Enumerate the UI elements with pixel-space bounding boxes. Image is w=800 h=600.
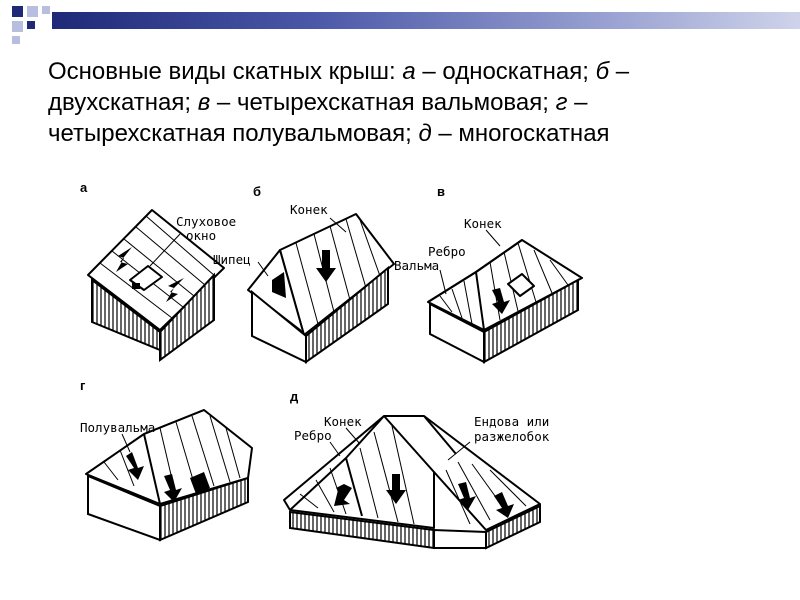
figure-letter-b: б (253, 184, 261, 199)
deco-square (12, 21, 23, 32)
figure-d-multi-pitch: д Конек Ребро (283, 389, 550, 550)
figure-letter-a: а (80, 180, 88, 195)
title-letter: а (402, 58, 416, 85)
label-dormer-1: Слуховое (176, 214, 236, 229)
hip-rib (143, 433, 161, 505)
side-wall (305, 265, 389, 364)
figure-letter-g: г (80, 378, 86, 393)
leader-line (485, 229, 501, 247)
deco-square (27, 6, 38, 17)
ridge-line (475, 239, 523, 273)
ridge-line (345, 415, 385, 459)
title-text: Основные виды скатных крыш: (48, 58, 403, 85)
leader-line (329, 217, 347, 233)
slide-decoration (0, 0, 800, 60)
label-rib: Ребро (294, 428, 332, 443)
label-valley-1: Ендова или (474, 414, 549, 429)
label-gable: Шипец (213, 252, 251, 267)
label-ridge: Конек (324, 414, 362, 429)
slope-arrow (334, 484, 352, 506)
label-ridge: Конек (464, 216, 502, 231)
leader-line (257, 261, 269, 277)
title-text: – односкатная; (415, 58, 596, 85)
label-rib: Ребро (428, 244, 466, 259)
leader-line (439, 269, 447, 295)
dormer-window (132, 283, 140, 289)
title-letter: в (197, 89, 211, 116)
deco-square (12, 6, 23, 17)
title-letter: б (595, 58, 610, 85)
figure-letter-v: в (437, 184, 445, 199)
title-letter: г (555, 89, 568, 116)
figure-v-hip: в Конек Ребро Вальма (394, 184, 583, 364)
slide-title: Основные виды скатных крыш: а – односкат… (48, 56, 748, 149)
label-hip: Вальма (394, 258, 439, 273)
dormer (507, 273, 535, 297)
leader-line (447, 441, 471, 461)
side-wall (433, 528, 487, 549)
roof-plane (283, 415, 541, 531)
leader-line (329, 441, 341, 457)
deco-square (27, 21, 35, 29)
slope-arrow (492, 288, 510, 314)
slope-arrow (386, 474, 406, 504)
gable-window (272, 272, 286, 298)
figure-a-mono-pitch: а Слуховое окно (80, 180, 236, 362)
slope-arrow (126, 452, 144, 480)
title-text: – четырехскатная вальмовая; (210, 89, 556, 116)
slope-arrow (494, 492, 514, 518)
deco-square (12, 36, 20, 44)
title-text: – многоскатная (431, 120, 610, 147)
figure-g-half-hip: г Полувальма (80, 378, 253, 542)
figure-b-gable: б Конек Шипец (213, 184, 395, 364)
ridge-line (143, 409, 205, 435)
figure-letter-d: д (290, 389, 299, 404)
title-bar (52, 12, 800, 29)
title-text: – двухскатная; (48, 58, 630, 116)
side-wall (485, 504, 541, 550)
roof-hatching (99, 215, 216, 319)
ridge-line (423, 415, 457, 455)
title-letter: д (418, 120, 432, 147)
title-text: – четырехскатная полувальмовая; (48, 89, 588, 147)
leader-line (149, 233, 181, 267)
hip-rib (345, 457, 363, 517)
leader-line (121, 433, 131, 453)
deco-square (42, 6, 50, 14)
slope-arrow (164, 474, 182, 502)
slope-arrow (166, 278, 184, 302)
label-dormer-2: окно (186, 228, 216, 243)
valley-line (383, 415, 435, 473)
label-ridge: Конек (290, 202, 328, 217)
slope-arrow (116, 247, 132, 272)
side-wall (159, 476, 249, 542)
leader-line (345, 427, 361, 445)
dormer (190, 472, 210, 494)
label-valley-2: разжелобок (474, 429, 550, 444)
slope-arrow (316, 250, 336, 282)
label-half-hip: Полувальма (80, 420, 155, 435)
hip-rib (475, 271, 485, 331)
slope-arrow (458, 482, 476, 510)
side-wall (159, 272, 215, 362)
hip-rib (427, 271, 477, 303)
side-wall (483, 278, 579, 364)
